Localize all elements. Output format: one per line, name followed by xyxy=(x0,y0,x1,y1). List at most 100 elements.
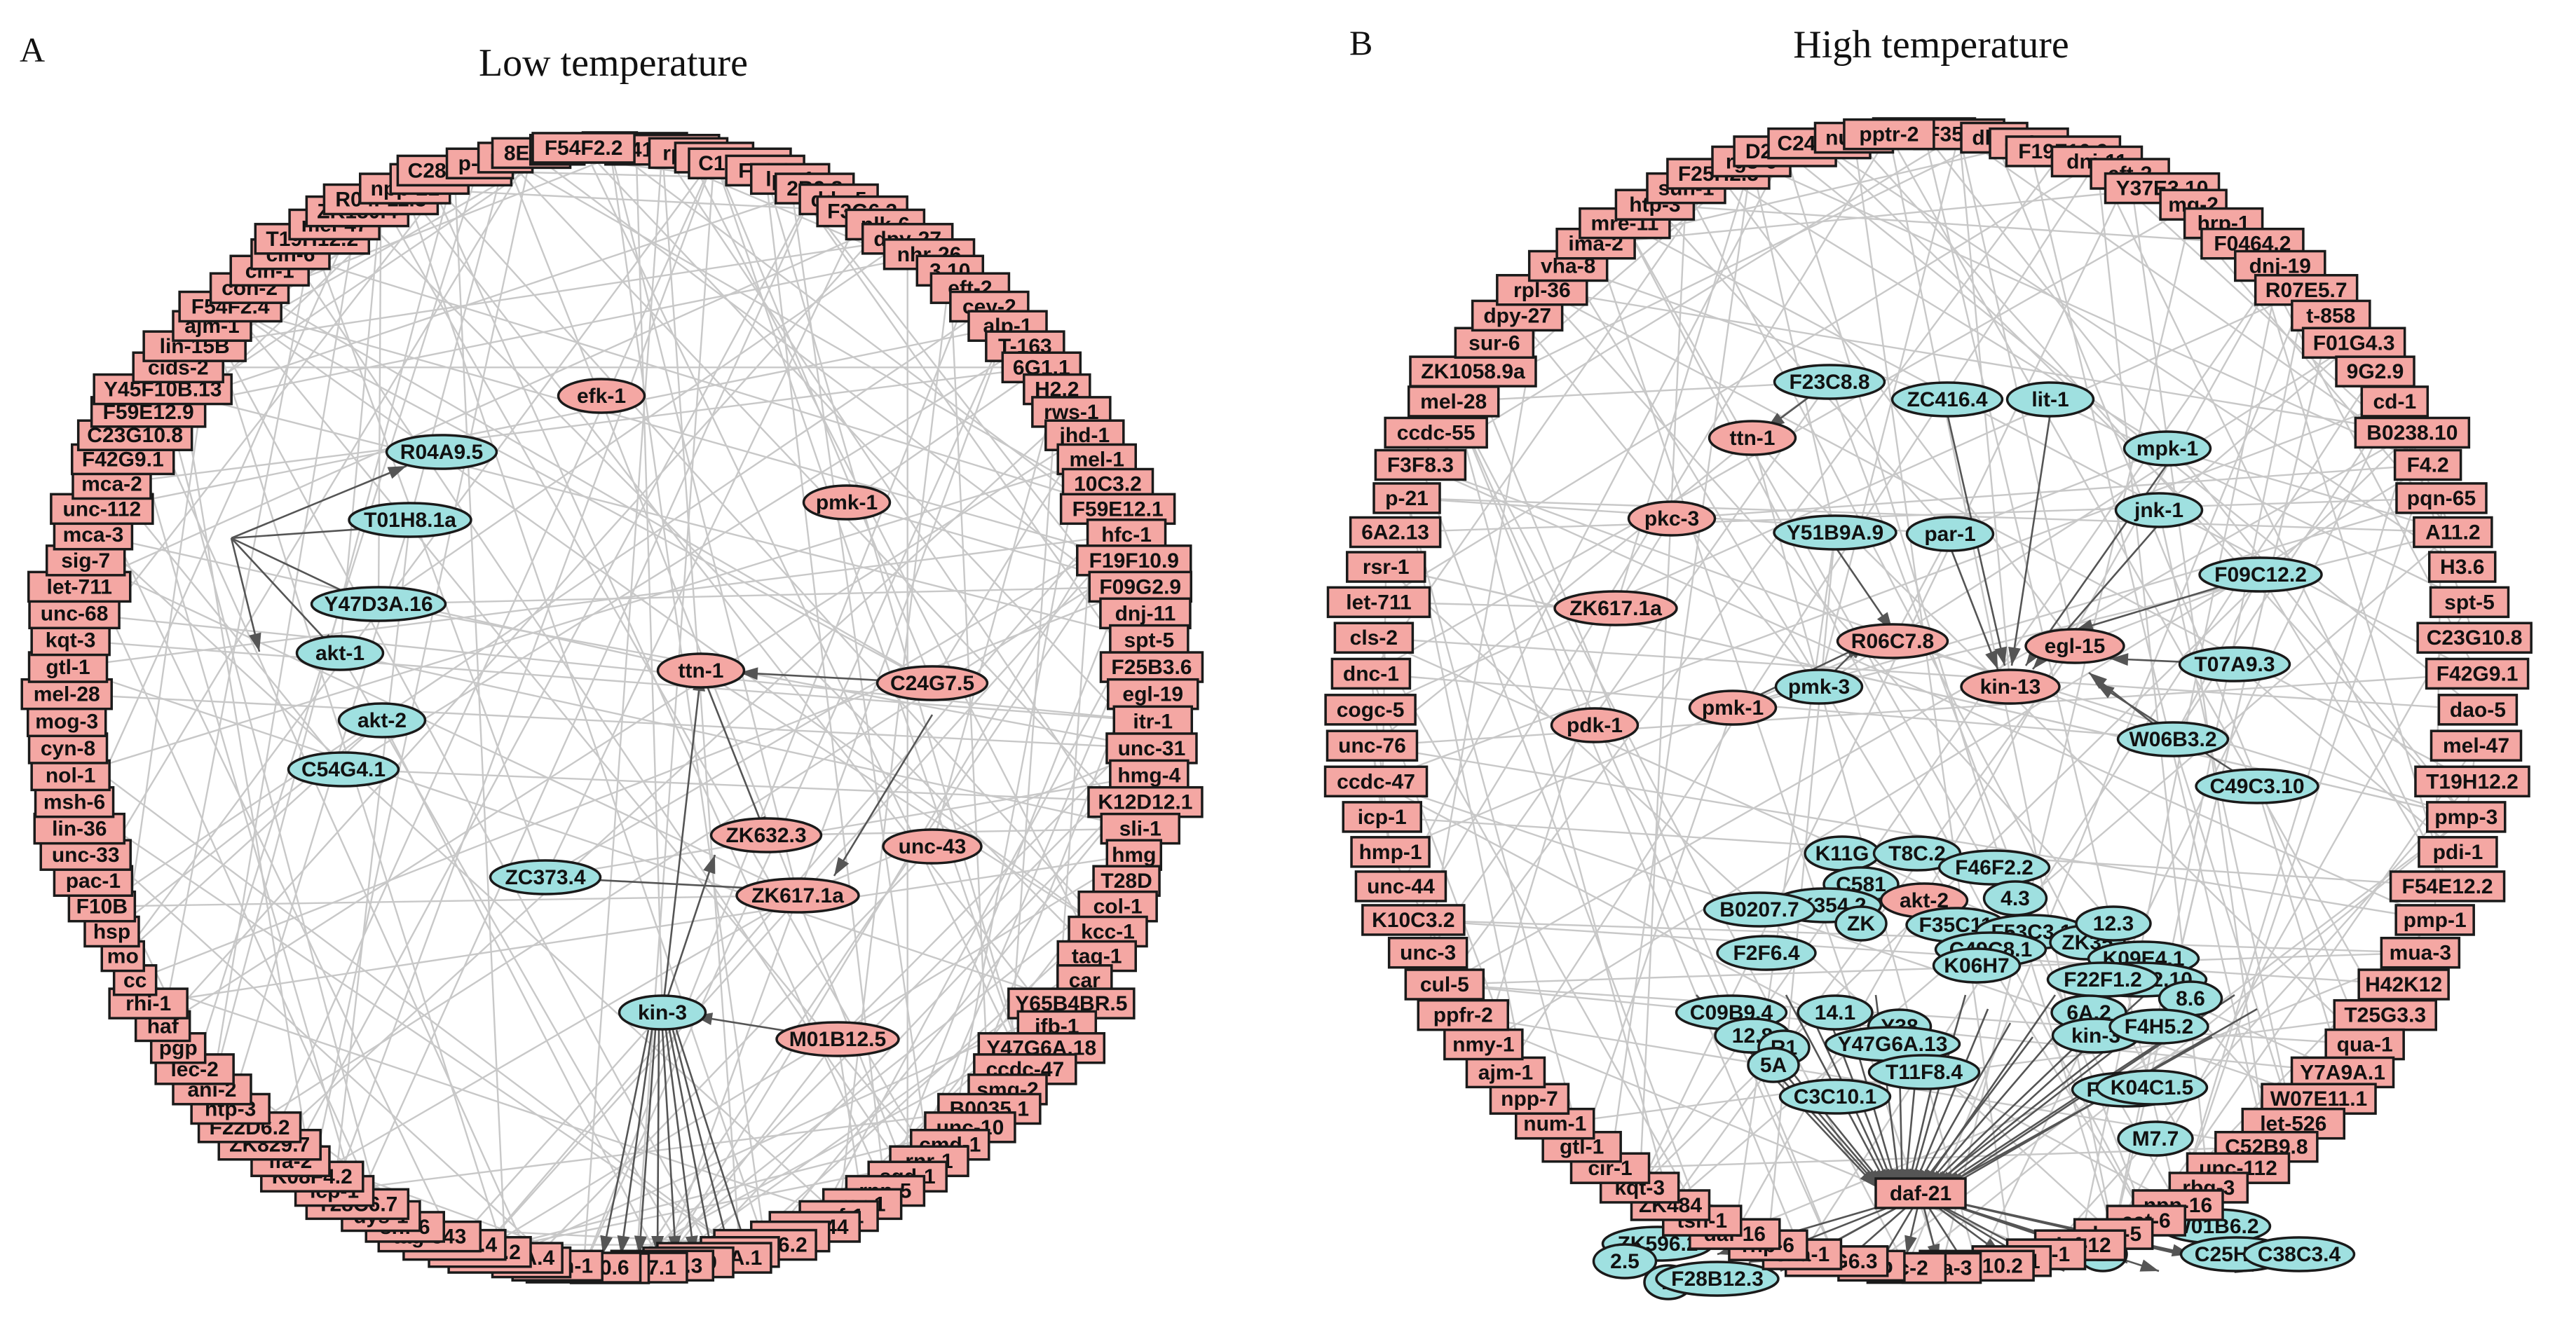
node-label: 12.3 xyxy=(2093,912,2134,935)
node-label: F4.2 xyxy=(2407,454,2449,477)
panel-b-node-a11-2: A11.2 xyxy=(2413,516,2493,549)
node-label: unc-3 xyxy=(1400,942,1456,965)
node-label: H42K12 xyxy=(2365,973,2442,996)
node-label: sli-1 xyxy=(1119,818,1161,841)
panel-b-node-t11f8-4: T11F8.4 xyxy=(1867,1054,1981,1090)
panel-b-node-f28b12-3: F28B12.3 xyxy=(1655,1261,1780,1297)
node-label: rsr-1 xyxy=(1363,556,1410,579)
panel-b-node-icp-1: icp-1 xyxy=(1342,801,1422,833)
node-label: nol-1 xyxy=(46,764,96,787)
node-label: mel-1 xyxy=(1070,448,1124,471)
panel-b-node-p-21: p-21 xyxy=(1372,482,1441,514)
panel-a-node-unc-31: unc-31 xyxy=(1105,732,1198,764)
node-label: let-711 xyxy=(1346,591,1411,614)
panel-b-node-mel-28: mel-28 xyxy=(1407,385,1500,418)
panel-b-node-k06h7: K06H7 xyxy=(1932,947,2022,984)
panel-b-node-h3-6: H3.6 xyxy=(2427,551,2497,583)
node-label: spt-5 xyxy=(1124,629,1175,652)
panel-b-node-f46f2-2: F46F2.2 xyxy=(1937,849,2051,886)
panel-a-node-unc-43: unc-43 xyxy=(882,828,983,865)
node-label: mel-47 xyxy=(2443,734,2509,757)
node-label: R06C7.8 xyxy=(1851,630,1934,653)
node-label: pmp-1 xyxy=(2404,909,2467,932)
node-label: unc-44 xyxy=(1367,875,1435,898)
panel-b-node-sur-6: sur-6 xyxy=(1454,327,1535,359)
node-label: num-1 xyxy=(1523,1113,1586,1136)
panel-a-node-kqt-3: kqt-3 xyxy=(30,624,111,657)
node-label: cd-1 xyxy=(2373,390,2416,413)
node-label: mel-28 xyxy=(34,683,100,706)
panel-b-node-y51b9a-9: Y51B9A.9 xyxy=(1773,514,1897,551)
node-label: ajm-1 xyxy=(1478,1061,1533,1084)
node-label: F25B3.6 xyxy=(1111,656,1192,679)
panel-b-node-lit-1: lit-1 xyxy=(2005,381,2095,418)
node-label: hmp-1 xyxy=(1359,841,1422,864)
node-label: F23C8.8 xyxy=(1789,371,1869,394)
node-label: F59E12.1 xyxy=(1072,497,1164,521)
node-label: ZC373.4 xyxy=(505,866,585,889)
panel-b-node-pmp-3: pmp-3 xyxy=(2426,801,2507,833)
panel-a-node-kin-3: kin-3 xyxy=(618,994,707,1031)
node-label: K04C1.5 xyxy=(2111,1076,2193,1099)
node-label: R04A9.5 xyxy=(400,441,483,464)
panel-b-node-unc-3: unc-3 xyxy=(1387,936,1468,969)
panel-b-node-f3f8-3: F3F8.3 xyxy=(1374,448,1467,481)
node-label: C54G4.1 xyxy=(301,758,386,781)
panel-b-node-t25g3-3: T25G3.3 xyxy=(2333,998,2437,1031)
node-label: T07A9.3 xyxy=(2194,653,2275,676)
node-label: sig-7 xyxy=(61,549,110,572)
node-label: ZK xyxy=(1847,912,1875,935)
panel-b-node-mua-3: mua-3 xyxy=(2380,936,2461,969)
panel-a-node-c24g7-5: C24G7.5 xyxy=(875,665,989,701)
node-label: ZK632.3 xyxy=(725,824,806,847)
node-label: unc-68 xyxy=(41,602,109,625)
panel-a-node-r04a9-5: R04A9.5 xyxy=(385,434,498,470)
panel-b-letter: B xyxy=(1349,23,1372,62)
panel-b-node-f2f6-4: F2F6.4 xyxy=(1716,935,1817,971)
node-label: dao-5 xyxy=(2450,699,2506,722)
node-label: F54F2.2 xyxy=(545,137,623,160)
panel-a-node-nol-1: nol-1 xyxy=(30,759,111,792)
panel-b-node-12-3: 12.3 xyxy=(2075,905,2152,942)
node-label: 5A xyxy=(1760,1054,1787,1077)
node-label: mca-3 xyxy=(63,523,124,547)
node-label: R07E5.7 xyxy=(2265,279,2347,302)
panel-b-node-f4h5-2: F4H5.2 xyxy=(2108,1008,2209,1045)
node-label: ZK1058.9a xyxy=(1421,360,1525,383)
node-label: C38C3.4 xyxy=(2258,1243,2341,1266)
node-label: hmg-4 xyxy=(1117,764,1180,787)
panel-a-node-msh-6: msh-6 xyxy=(34,785,115,818)
node-label: F3F8.3 xyxy=(1387,454,1454,477)
panel-a-letter: A xyxy=(20,30,45,69)
panel-a-node-akt-1: akt-1 xyxy=(295,635,385,671)
panel-b-node-f4-2: F4.2 xyxy=(2393,448,2462,481)
node-label: F4H5.2 xyxy=(2125,1015,2193,1038)
node-label: let-711 xyxy=(47,575,112,598)
panel-a-node-cyn-8: cyn-8 xyxy=(27,732,109,764)
panel-b-node-zk1058-9a: ZK1058.9a xyxy=(1409,355,1537,387)
panel-b-node-egl-15: egl-15 xyxy=(2024,628,2125,664)
panel-a-node-zc373-4: ZC373.4 xyxy=(489,859,602,895)
node-label: efk-1 xyxy=(577,385,626,408)
node-label: unc-112 xyxy=(62,497,141,521)
panel-b-node-cul-5: cul-5 xyxy=(1404,968,1485,1001)
node-label: dnj-19 xyxy=(2249,255,2311,278)
node-label: pmk-3 xyxy=(1788,675,1850,699)
node-label: T19H12.2 xyxy=(2426,770,2519,793)
node-label: C3C10.1 xyxy=(1794,1085,1876,1108)
node-label: 14.1 xyxy=(1815,1001,1855,1024)
panel-b-node-ppfr-2: ppfr-2 xyxy=(1417,998,1510,1031)
panel-b-node-mpk-1: mpk-1 xyxy=(2122,430,2212,467)
node-label: Y47G6A.13 xyxy=(1838,1033,1948,1056)
node-label: 4.3 xyxy=(2001,887,2030,910)
node-label: K06H7 xyxy=(1944,954,2009,977)
panel-a-node-akt-2: akt-2 xyxy=(337,702,427,739)
node-label: Y7A9A.1 xyxy=(2300,1061,2385,1084)
node-label: ccdc-47 xyxy=(1337,770,1415,793)
node-label: col-1 xyxy=(1093,895,1143,919)
node-label: 10C3.2 xyxy=(1074,473,1142,496)
node-label: kin-13 xyxy=(1980,675,2041,699)
panel-a-node-gtl-1: gtl-1 xyxy=(27,651,109,683)
panel-b-node-k10c3-2: K10C3.2 xyxy=(1361,904,1466,936)
